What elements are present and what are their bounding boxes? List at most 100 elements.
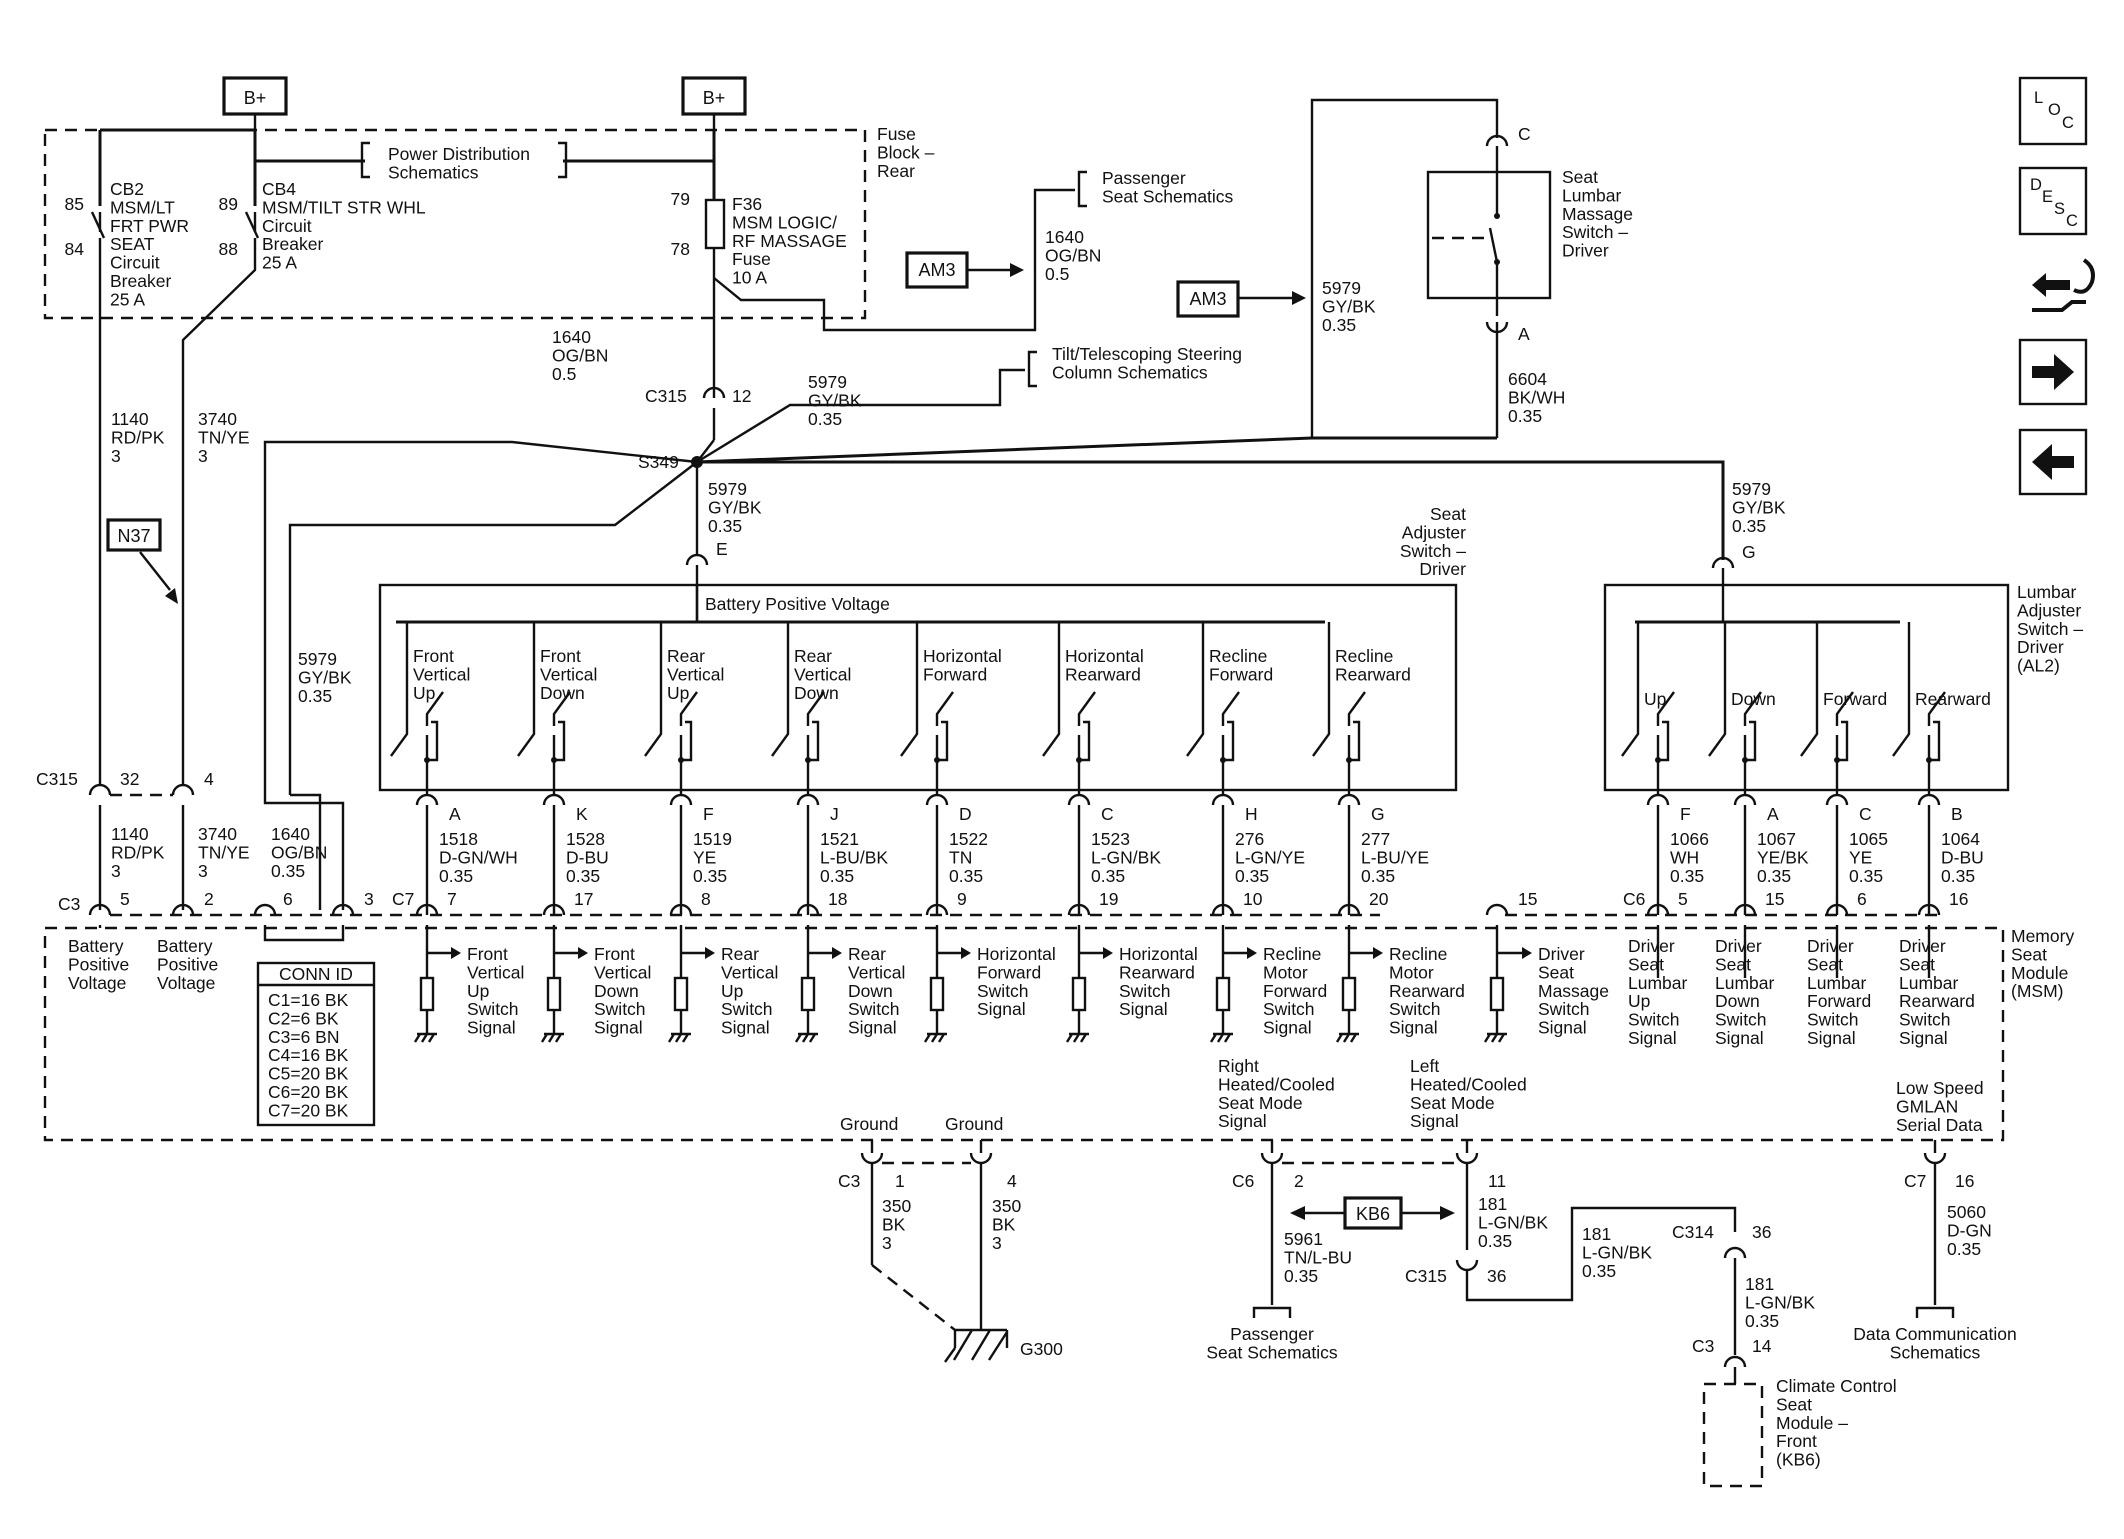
seat-msm-pin-6: 10 xyxy=(1243,889,1263,909)
pin-a: A xyxy=(1518,324,1530,344)
ground-label-2: Ground xyxy=(945,1114,1003,1134)
gnd-c3-label: C3 xyxy=(838,1171,860,1191)
pin-11: 11 xyxy=(1488,1171,1506,1191)
c6b-label: C6 xyxy=(1232,1171,1254,1191)
c7-label: C7 xyxy=(392,889,414,909)
seat-switch-pin-6: H xyxy=(1245,804,1258,824)
climate-module-box xyxy=(1702,1382,1764,1488)
c314-label: C314 xyxy=(1672,1222,1714,1242)
c314-pin-36: 36 xyxy=(1752,1222,1771,1242)
conn-id-row: C2=6 BK xyxy=(268,1008,339,1028)
c315-pin-4: 4 xyxy=(204,769,214,789)
ground-label-1: Ground xyxy=(840,1114,898,1134)
desc-icon-letter: S xyxy=(2054,200,2065,218)
c315-pin-32: 32 xyxy=(120,769,139,789)
lumbar-switch-label-1: Down xyxy=(1731,689,1776,709)
svg-text:AM3: AM3 xyxy=(1189,289,1226,309)
seat-switch-pin-3: J xyxy=(830,804,839,824)
loc-icon-letter: O xyxy=(2048,101,2061,119)
c315-label: C315 xyxy=(645,386,687,406)
lumbar-msm-pin-1: 15 xyxy=(1765,889,1784,909)
c315-pin: 12 xyxy=(732,386,751,406)
lumbar-switch-pin-2: C xyxy=(1859,804,1872,824)
c3-pins: 5 2 6 3 xyxy=(88,889,374,916)
lumbar-switch-pin-1: A xyxy=(1767,804,1779,824)
swap-connector-icon[interactable] xyxy=(2032,258,2095,312)
svg-text:N37: N37 xyxy=(117,526,150,546)
back-arrow-icon[interactable] xyxy=(2018,428,2088,496)
s349-label: S349 xyxy=(638,452,679,472)
loc-icon[interactable]: L O C xyxy=(2018,76,2088,146)
c6b-pin-2: 2 xyxy=(1294,1171,1304,1191)
bplus-right-label: B+ xyxy=(703,88,726,108)
desc-icon[interactable]: D E S C xyxy=(2018,166,2088,236)
desc-icon-letter: C xyxy=(2066,212,2078,230)
desc-icon-letter: D xyxy=(2030,176,2042,194)
bplus-left: B+ xyxy=(222,76,288,116)
svg-text:6: 6 xyxy=(283,889,293,909)
c315-left-label: C315 xyxy=(36,769,78,789)
svg-text:AM3: AM3 xyxy=(918,260,955,280)
lumbar-msm-pin-3: 16 xyxy=(1949,889,1968,909)
kb6-ref: KB6 xyxy=(1290,1196,1455,1230)
conn-id-row: C4=16 BK xyxy=(268,1045,349,1065)
forward-arrow-icon[interactable] xyxy=(2018,338,2088,406)
seat-msm-pin-0: 7 xyxy=(447,889,457,909)
seat-switch-pin-0: A xyxy=(449,804,461,824)
seat-switch-pin-5: C xyxy=(1101,804,1114,824)
ground-g300-icon: G300 xyxy=(944,1328,1063,1363)
conn-id-row: C5=20 BK xyxy=(268,1064,349,1084)
seat-msm-pin-3: 18 xyxy=(828,889,847,909)
gnd-pin-4: 4 xyxy=(1007,1171,1017,1191)
seat-adjuster-switch-box xyxy=(378,583,1458,792)
seat-msm-pin-2: 8 xyxy=(701,889,711,909)
msm-module-outline xyxy=(43,926,2005,1142)
cb4-pin-out: 88 xyxy=(219,239,238,259)
f36-pin-out: 78 xyxy=(671,239,690,259)
g300-label: G300 xyxy=(1020,1339,1063,1359)
